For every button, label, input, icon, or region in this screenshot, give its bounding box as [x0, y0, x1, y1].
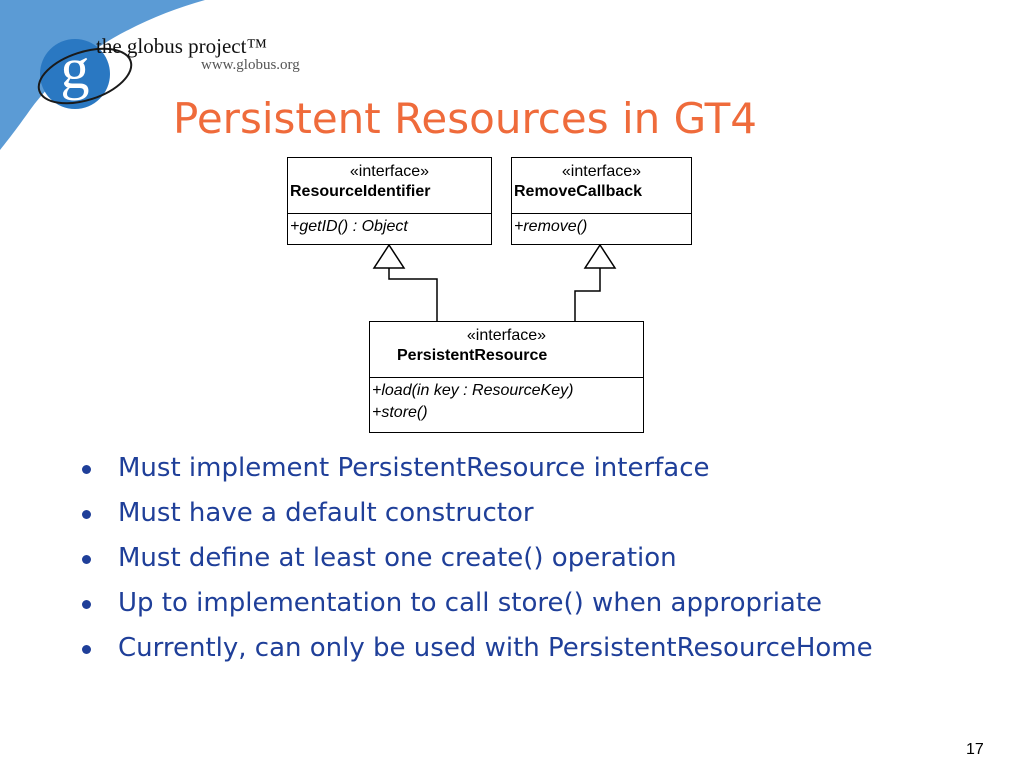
uml-resource-identifier: «interface» ResourceIdentifier +getID() … — [287, 157, 492, 245]
uml-remove-callback: «interface» RemoveCallback +remove() — [511, 157, 692, 245]
page-number: 17 — [966, 741, 984, 758]
stereotype-label: «interface» — [349, 163, 430, 180]
bullet-item: Currently, can only be used with Persist… — [80, 630, 940, 666]
bullet-text: Up to implementation to call store() whe… — [118, 588, 823, 618]
operation-store: +store() — [372, 404, 428, 421]
uml-persistent-resource: «interface» PersistentResource +load(in … — [369, 321, 644, 433]
operation-getid: +getID() : Object — [290, 218, 408, 235]
logo-url: www.globus.org — [201, 57, 300, 73]
connector-to-resource-identifier — [388, 268, 438, 322]
slide-title: Persistent Resources in GT4 — [173, 94, 758, 143]
corner-swoosh-decoration — [0, 0, 205, 150]
bullet-text: Must define at least one create() operat… — [118, 543, 677, 573]
stereotype-label: «interface» — [466, 327, 547, 344]
bullet-item: Must implement PersistentResource interf… — [80, 450, 940, 486]
class-name-resource-identifier: ResourceIdentifier — [290, 183, 431, 200]
bullet-dot-icon — [82, 600, 91, 609]
bullet-item: Must have a default constructor — [80, 495, 940, 531]
bullet-text: Currently, can only be used with Persist… — [118, 633, 873, 663]
generalization-arrow-remove-callback — [583, 243, 617, 269]
bullet-text: Must implement PersistentResource interf… — [118, 453, 710, 483]
bullet-dot-icon — [82, 645, 91, 654]
stereotype-label: «interface» — [561, 163, 642, 180]
class-name-persistent-resource: PersistentResource — [397, 347, 548, 364]
globus-logo-letter: g — [60, 36, 90, 101]
bullet-dot-icon — [82, 465, 91, 474]
generalization-arrow-resource-identifier — [372, 243, 406, 269]
logo-name: the globus project™ — [96, 34, 268, 58]
class-name-remove-callback: RemoveCallback — [514, 183, 643, 200]
logo-orbit-icon — [37, 47, 133, 105]
bullet-text: Must have a default constructor — [118, 498, 534, 528]
connector-to-remove-callback — [574, 268, 601, 322]
bullet-dot-icon — [82, 555, 91, 564]
operation-remove: +remove() — [514, 218, 588, 235]
operation-load: +load(in key : ResourceKey) — [372, 382, 574, 399]
bullet-dot-icon — [82, 510, 91, 519]
bullet-item: Up to implementation to call store() whe… — [80, 585, 940, 621]
bullet-list: Must implement PersistentResource interf… — [80, 450, 940, 675]
bullet-item: Must define at least one create() operat… — [80, 540, 940, 576]
